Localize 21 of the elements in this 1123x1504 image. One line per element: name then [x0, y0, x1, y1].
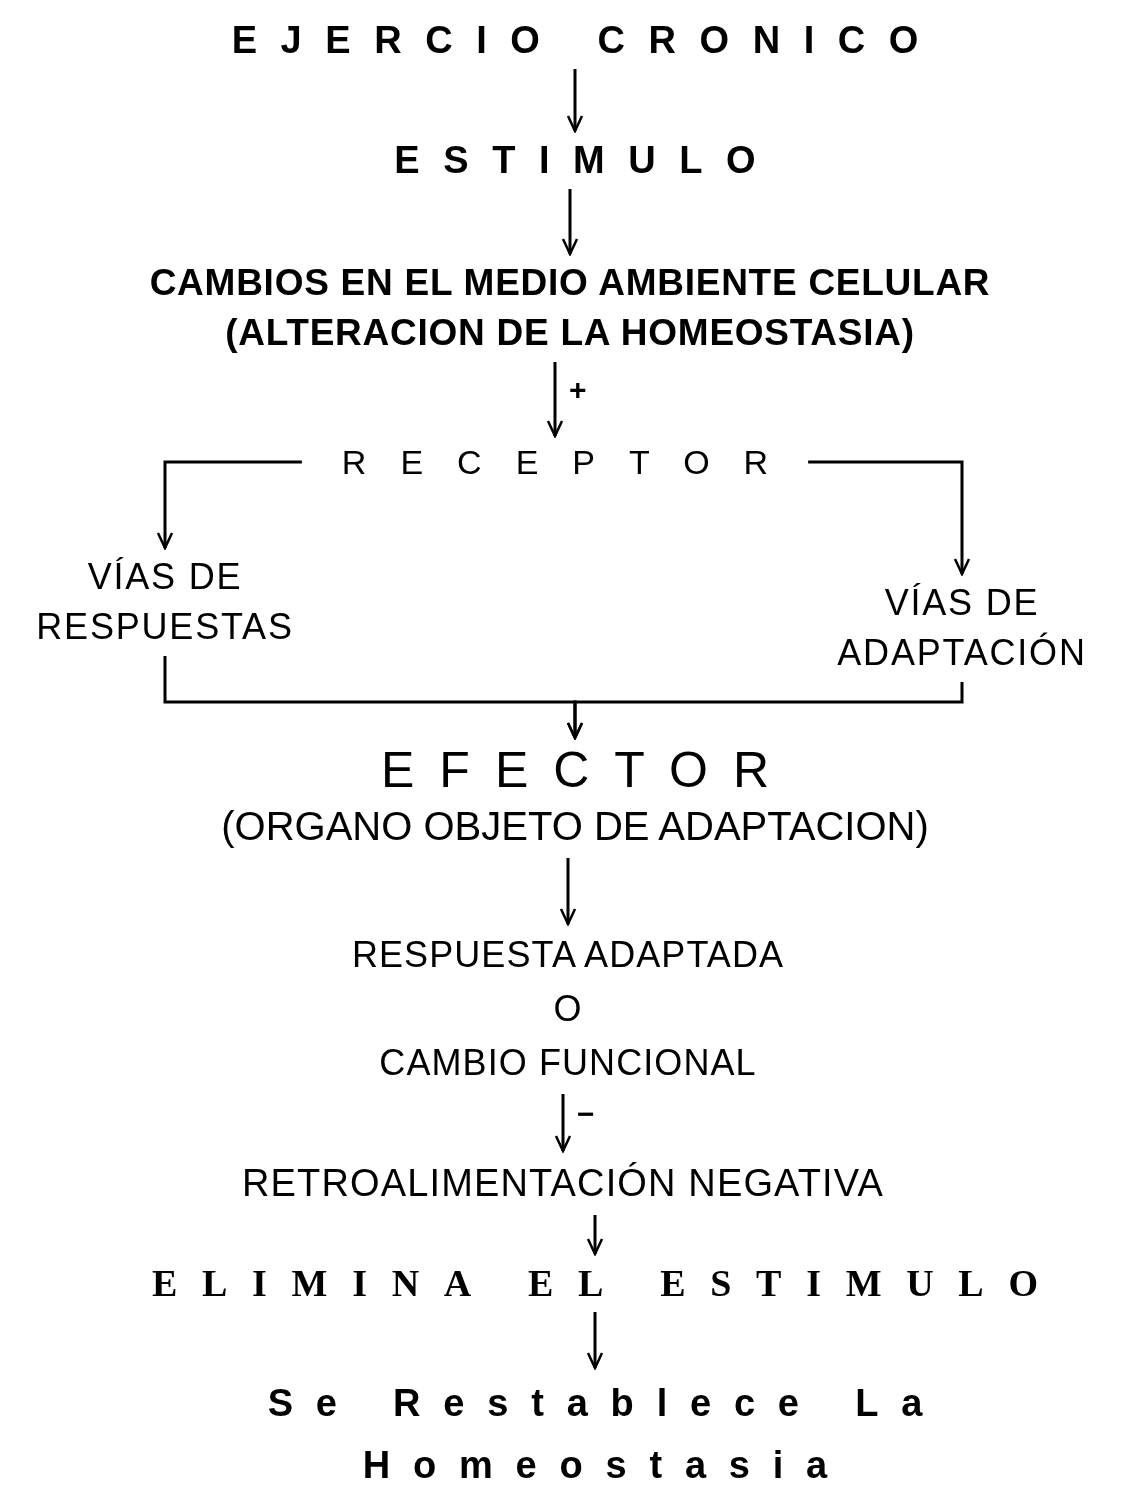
- flow-step-text: ELIMINA EL ESTIMULO: [127, 1258, 1063, 1308]
- flow-step-text: EFECTOR (ORGANO OBJETO DE ADAPTACION): [221, 742, 929, 854]
- flow-step-text: RECEPTOR: [307, 440, 803, 484]
- arrow: [156, 460, 302, 550]
- flow-step-text: VÍAS DE ADAPTACIÓN: [812, 578, 1112, 678]
- arrow: [566, 69, 584, 133]
- flow-step-text: RETROALIMENTACIÓN NEGATIVA: [242, 1155, 884, 1211]
- flow-step-text: ESTIMULO: [370, 135, 780, 185]
- flow-step-text: CAMBIOS EN EL MEDIO AMBIENTE CELULAR (ALTERACION DE LA HOMEOSTASIA): [149, 258, 991, 358]
- flow-step-text: EJERCIO CRONICO: [208, 15, 942, 65]
- arrow: [808, 460, 971, 576]
- arrow: [561, 189, 579, 256]
- arrow: [586, 1312, 604, 1370]
- flow-step-text: RESPUESTA ADAPTADA O CAMBIO FUNCIONAL: [351, 928, 785, 1090]
- arrow: [586, 1215, 604, 1256]
- flow-step-text: Se Restablece La Homeostasia: [185, 1372, 1005, 1496]
- arrow: [546, 362, 564, 438]
- arrow: [559, 858, 577, 926]
- arrow: [566, 682, 964, 740]
- flow-step-text: VÍAS DE RESPUESTAS: [15, 552, 315, 652]
- arrow: [554, 1094, 572, 1153]
